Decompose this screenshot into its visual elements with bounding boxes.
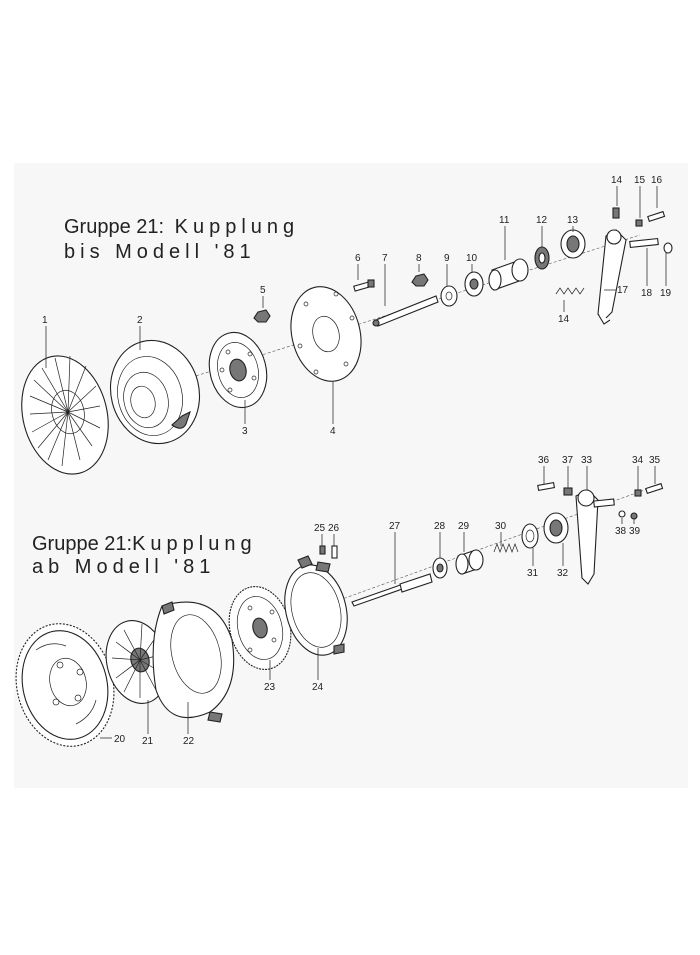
- callout-b-20: 20: [114, 734, 126, 745]
- callout-a-2: 2: [137, 315, 143, 326]
- part-1-diaphragm-spring: [21, 355, 109, 475]
- callout-b-26: 26: [328, 523, 340, 534]
- part-30-spring: [493, 543, 519, 553]
- callout-a-15: 15: [634, 175, 646, 186]
- callout-a-4: 4: [330, 426, 336, 437]
- part-14-grease-nipple: [612, 207, 620, 219]
- callout-b-33: 33: [581, 455, 593, 466]
- callout-b-39: 39: [629, 526, 641, 537]
- callout-a-5: 5: [260, 285, 266, 296]
- callout-b-21: 21: [142, 736, 154, 747]
- part-2-pressure-plate: [109, 339, 201, 445]
- diagram-a-parts: [21, 186, 673, 475]
- callout-b-28: 28: [434, 521, 446, 532]
- part-5-nut: [253, 309, 271, 323]
- diagram-b-parts: [15, 466, 664, 747]
- callout-a-8: 8: [416, 253, 422, 264]
- callout-a-12: 12: [536, 215, 548, 226]
- diagram-a-title-line2: bis Modell '81: [64, 241, 256, 263]
- callout-b-37: 37: [562, 455, 574, 466]
- callout-b-30: 30: [495, 521, 507, 532]
- callout-a-14-top: 14: [611, 175, 623, 186]
- part-6-bolt: [353, 279, 375, 292]
- diagram-a-title-line1: Gruppe 21: Kupplung: [64, 216, 300, 238]
- part-13-gear: [560, 229, 586, 259]
- callout-a-11: 11: [499, 215, 510, 226]
- callout-a-14-bottom: 14: [558, 314, 570, 325]
- part-18-pin: [629, 237, 659, 249]
- callout-b-29: 29: [458, 521, 470, 532]
- part-38-39-washer: [618, 510, 638, 520]
- callout-a-13: 13: [567, 215, 579, 226]
- diagram-b-callouts: 20 21 22 23 24 25 26 27 28 29 30 31 32 3…: [114, 455, 661, 747]
- part-19-washer: [663, 242, 673, 254]
- part-32-carrier: [543, 512, 569, 544]
- callout-b-34: 34: [632, 455, 644, 466]
- callout-b-38: 38: [615, 526, 627, 537]
- part-3-clutch-disc: [208, 331, 268, 409]
- part-14-spring: [555, 287, 585, 295]
- part-10-bearing: [464, 271, 484, 297]
- part-20-flywheel: [15, 623, 115, 747]
- callout-b-31: 31: [527, 568, 539, 579]
- callout-b-35: 35: [649, 455, 661, 466]
- callout-a-1: 1: [42, 315, 48, 326]
- callout-a-9: 9: [444, 253, 450, 264]
- part-29-release-bearing: [455, 549, 484, 575]
- callout-a-17: 17: [617, 285, 629, 296]
- callout-b-36: 36: [538, 455, 550, 466]
- part-28-bearing: [432, 557, 448, 579]
- callout-b-32: 32: [557, 568, 569, 579]
- callout-b-25: 25: [314, 523, 326, 534]
- callout-a-10: 10: [466, 253, 478, 264]
- callout-b-23: 23: [264, 682, 276, 693]
- part-8-nut: [411, 273, 429, 287]
- callout-a-19: 19: [660, 288, 672, 299]
- part-25-26-bolts: [319, 545, 338, 559]
- part-24-ring-plate: [284, 555, 348, 656]
- callout-a-3: 3: [242, 426, 248, 437]
- callout-a-16: 16: [651, 175, 663, 186]
- part-31-ring: [521, 523, 539, 549]
- callout-a-6: 6: [355, 253, 361, 264]
- part-34-35-bolt: [634, 482, 664, 497]
- part-36-37-bolt: [537, 482, 573, 496]
- callout-b-24: 24: [312, 682, 324, 693]
- part-12-ring: [534, 246, 550, 270]
- part-9-sleeve: [440, 285, 458, 307]
- part-11-release-bearing: [488, 258, 529, 291]
- part-27-shaft: [351, 573, 433, 607]
- diagram-a-callouts: 1 2 3 4 5 6 7 8 9 10 11 12 13 14 15 16 1…: [42, 175, 672, 437]
- part-4-flywheel-plate: [290, 286, 362, 382]
- part-22-pressure-plate-cover: [152, 601, 235, 723]
- part-17-release-lever: [597, 229, 627, 325]
- callout-a-7: 7: [382, 253, 388, 264]
- part-15-16-bolt: [635, 210, 666, 227]
- part-21-diaphragm-spring: [105, 620, 169, 704]
- part-7-shaft: [372, 295, 439, 327]
- diagram-b-title-line1: Gruppe 21:Kupplung: [32, 533, 257, 555]
- callout-b-27: 27: [389, 521, 401, 532]
- part-33-release-fork: [575, 489, 615, 585]
- callout-a-18: 18: [641, 288, 653, 299]
- diagram-b-title-line2: ab Modell '81: [32, 556, 216, 578]
- callout-b-22: 22: [183, 736, 195, 747]
